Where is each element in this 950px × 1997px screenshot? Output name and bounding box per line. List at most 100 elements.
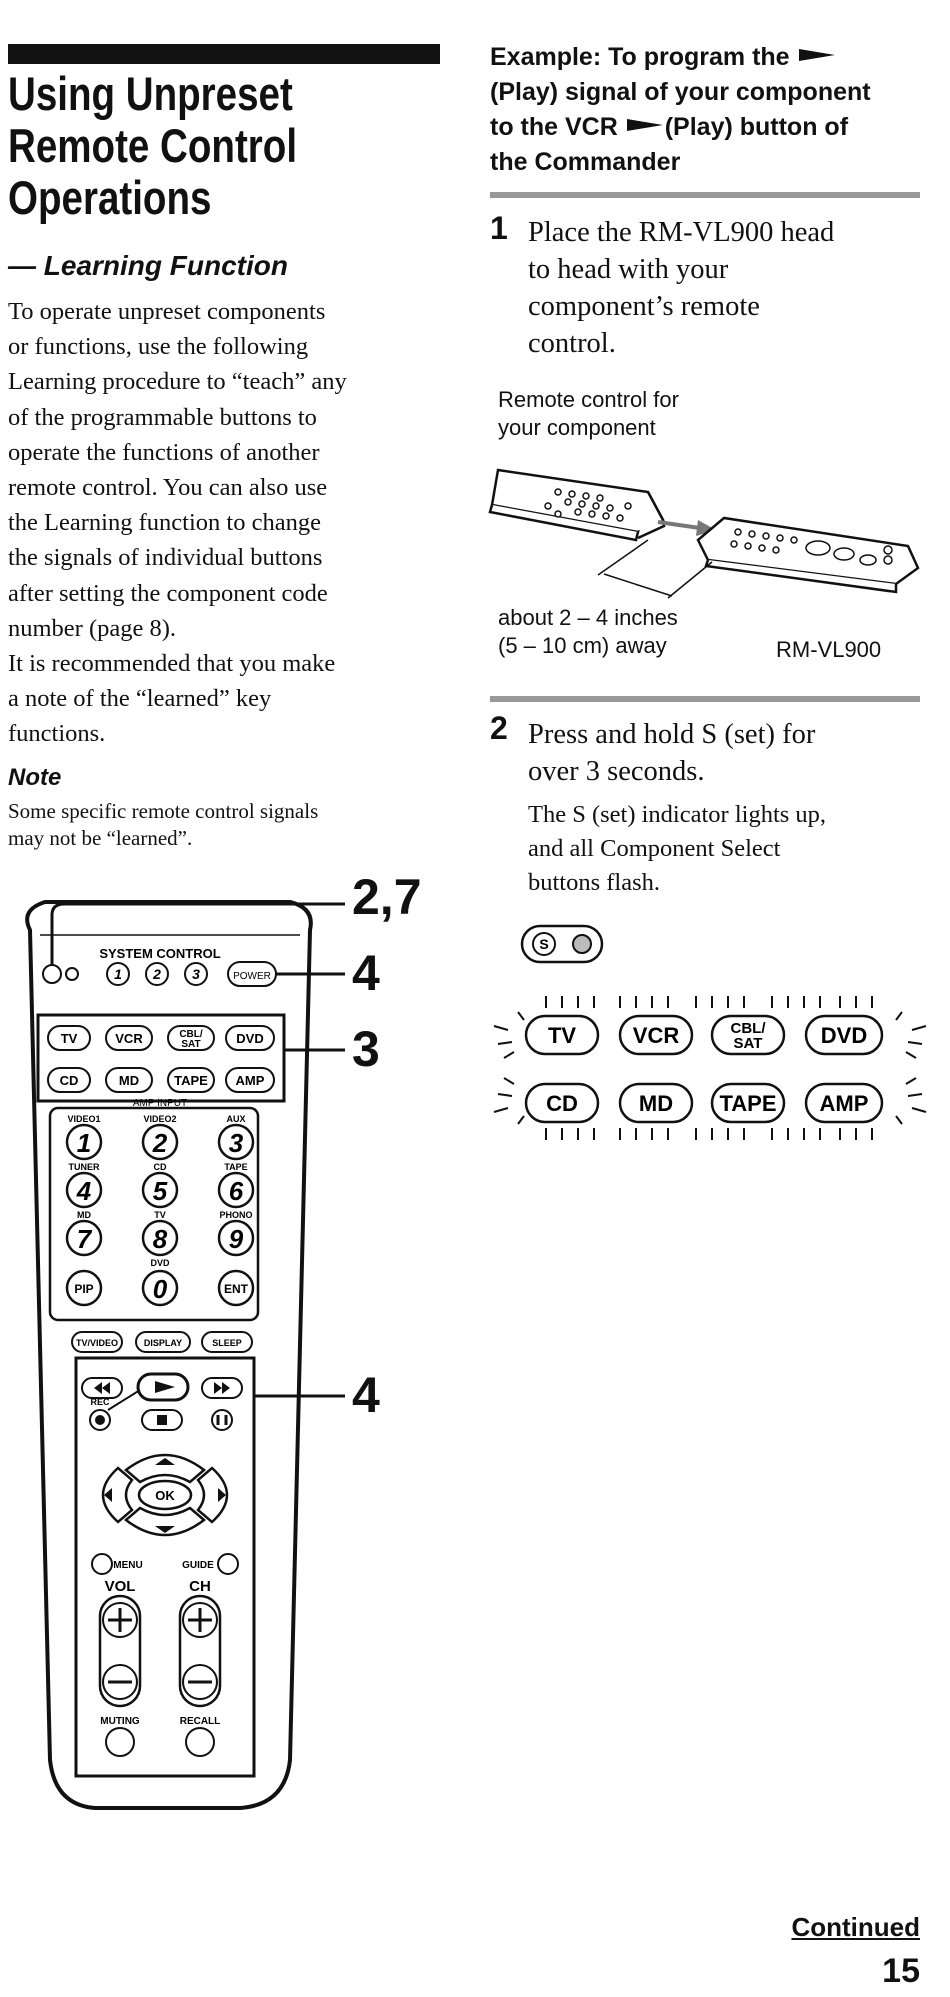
muting-button[interactable] — [105, 1727, 135, 1757]
vol-label: VOL — [105, 1578, 136, 1595]
title-line: Remote Control — [8, 119, 298, 172]
intro-line: or functions, use the following — [8, 333, 309, 361]
continued-label: Continued — [791, 1912, 920, 1942]
note-text: Some specific remote control signals may… — [8, 798, 428, 852]
left-arrow-icon — [104, 1488, 112, 1502]
sys-2-label: 2 — [152, 966, 161, 982]
cd-button[interactable] — [47, 1067, 91, 1093]
caption-distance: about 2 – 4 inches (5 – 10 cm) away — [498, 604, 678, 660]
cbl-sat-button[interactable] — [167, 1025, 215, 1051]
cd-label: CD — [60, 1073, 79, 1088]
volume-rocker[interactable] — [98, 1594, 142, 1708]
digit-2-label: 2 — [152, 1128, 168, 1158]
note-line: may not be “learned”. — [8, 826, 193, 850]
channel-rocker[interactable] — [178, 1594, 222, 1708]
display-button[interactable] — [135, 1331, 191, 1353]
stop-icon — [157, 1415, 167, 1425]
tv-button[interactable] — [47, 1025, 91, 1051]
sys-1-button[interactable] — [106, 962, 130, 986]
digit-5-label: 5 — [153, 1176, 168, 1206]
note-heading: Note — [8, 764, 62, 791]
video2-label: VIDEO2 — [143, 1114, 176, 1124]
aux-label: AUX — [226, 1114, 245, 1124]
intro-line: remote control. You can also use — [8, 474, 328, 502]
play-icon — [626, 119, 663, 131]
pip-button[interactable] — [65, 1269, 103, 1307]
amp-button[interactable] — [225, 1067, 275, 1093]
tape-label: TAPE — [174, 1073, 208, 1088]
power-button[interactable] — [227, 961, 277, 987]
sys-3-button[interactable] — [184, 962, 208, 986]
caption-line: Remote control for — [498, 387, 679, 412]
sys-2-button[interactable] — [145, 962, 169, 986]
s-set-button[interactable] — [42, 964, 62, 984]
step-2-description: The S (set) indicator lights up, and all… — [528, 798, 928, 900]
example-line: (Play) signal of your component — [490, 78, 871, 106]
digit-1-button[interactable] — [65, 1123, 103, 1161]
intro-text: To operate unpreset components or functi… — [8, 294, 446, 752]
desc-line: The S (set) indicator lights up, — [528, 801, 827, 828]
amp-input-label: AMP INPUT — [133, 1098, 187, 1109]
digit-0-button[interactable] — [141, 1269, 179, 1307]
up-button[interactable] — [124, 1453, 206, 1484]
right-arrow-icon — [218, 1488, 226, 1502]
dvd-button[interactable] — [225, 1025, 275, 1051]
s-label: S — [539, 936, 548, 952]
display-label: DISPLAY — [144, 1338, 182, 1348]
digit-0-label: 0 — [153, 1274, 168, 1304]
guide-button[interactable] — [217, 1553, 239, 1575]
digit-8-button[interactable] — [141, 1219, 179, 1257]
play-icon — [798, 49, 835, 61]
pause-button[interactable] — [211, 1409, 233, 1431]
digit-9-button[interactable] — [217, 1219, 255, 1257]
vcr-button[interactable] — [105, 1025, 153, 1051]
digit-1-label: 1 — [77, 1128, 91, 1158]
flash-md-label: MD — [639, 1091, 673, 1116]
tv-label: TV — [61, 1031, 78, 1046]
step-line: Place the RM-VL900 head — [528, 217, 835, 248]
ok-button[interactable] — [137, 1479, 193, 1511]
intro-line: operate the functions of another — [8, 438, 320, 466]
right-button[interactable] — [196, 1466, 229, 1524]
step-line: Press and hold S (set) for — [528, 719, 816, 750]
sys-1-label: 1 — [114, 966, 122, 982]
ent-button[interactable] — [217, 1269, 255, 1307]
digit-4-button[interactable] — [65, 1171, 103, 1209]
digit-5-button[interactable] — [141, 1171, 179, 1209]
vol-up-icon — [108, 1608, 132, 1632]
callout-4-power: 4 — [352, 945, 380, 1001]
down-arrow-icon — [155, 1526, 175, 1533]
video1-label: VIDEO1 — [67, 1114, 100, 1124]
sleep-label: SLEEP — [212, 1338, 242, 1348]
title-line: Operations — [8, 171, 212, 224]
digit-2-button[interactable] — [141, 1123, 179, 1161]
menu-label: MENU — [113, 1560, 142, 1571]
down-button[interactable] — [124, 1506, 206, 1537]
digit-3-button[interactable] — [217, 1123, 255, 1161]
step-1-text: Place the RM-VL900 head to head with you… — [528, 214, 928, 362]
digit-7-button[interactable] — [65, 1219, 103, 1257]
flash-amp-button — [804, 1082, 884, 1124]
flash-dvd-label: DVD — [821, 1023, 867, 1048]
guide-label: GUIDE — [182, 1560, 214, 1571]
desc-line: buttons flash. — [528, 869, 661, 896]
menu-button[interactable] — [91, 1553, 113, 1575]
left-button[interactable] — [101, 1466, 134, 1524]
recall-button[interactable] — [185, 1727, 215, 1757]
digit-6-label: 6 — [229, 1176, 244, 1206]
page-title: Using Unpreset Remote Control Operations — [8, 68, 434, 224]
caption-line: (5 – 10 cm) away — [498, 633, 667, 658]
intro-line: of the programmable buttons to — [8, 403, 317, 431]
sleep-button[interactable] — [201, 1331, 253, 1353]
flash-cd-button — [524, 1082, 600, 1124]
step-line: to head with your — [528, 254, 729, 285]
tape-button[interactable] — [167, 1067, 215, 1093]
num-tv-label: TV — [154, 1210, 166, 1220]
intro-line: the Learning function to change — [8, 509, 321, 537]
tv-video-button[interactable] — [71, 1331, 123, 1353]
md-button[interactable] — [105, 1067, 153, 1093]
digit-4-label: 4 — [76, 1176, 92, 1206]
commander-remote-illustration: SYSTEM CONTROL 1 2 3 POWER TV VCR CBL/ S… — [25, 900, 345, 1810]
intro-line: number (page 8). — [8, 614, 177, 642]
digit-6-button[interactable] — [217, 1171, 255, 1209]
